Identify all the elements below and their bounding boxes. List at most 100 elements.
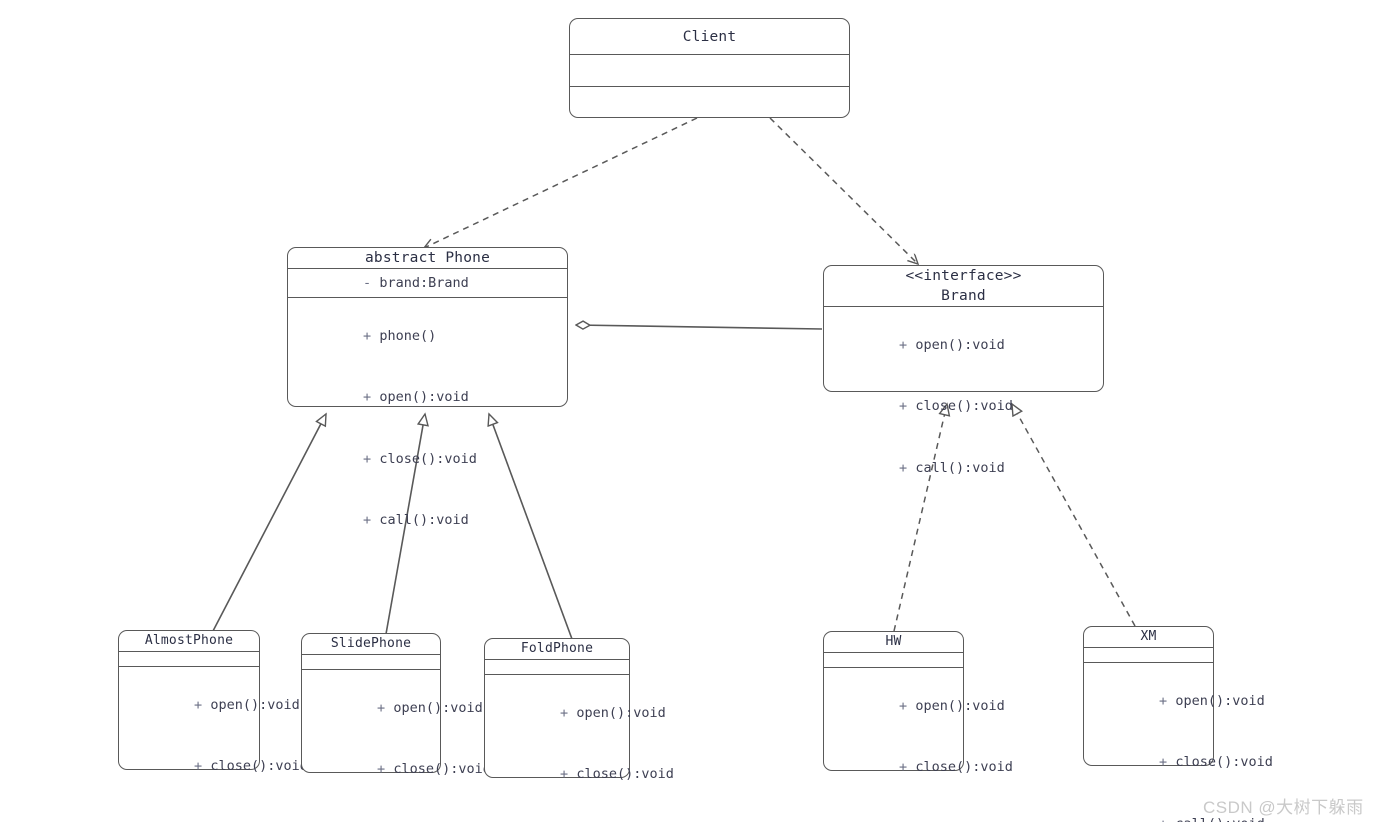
- method-text: call():void: [915, 821, 1004, 822]
- class-box-hw[interactable]: HW + open():void + close():void + call()…: [823, 631, 1013, 822]
- visibility-marker: +: [363, 450, 372, 467]
- edge-client-to-brand: [769, 117, 918, 264]
- method-text: close():void: [379, 450, 477, 467]
- class-methods-slidephone: + open():void + close():void + call():vo…: [302, 669, 491, 822]
- class-attributes-phone: - brand:Brand: [288, 268, 567, 297]
- method-text: call():void: [915, 459, 1005, 476]
- method-text: close():void: [915, 398, 1013, 414]
- method-text: open():void: [379, 389, 469, 405]
- visibility-marker: +: [560, 766, 569, 782]
- class-methods-client: [570, 86, 849, 117]
- method-text: open():void: [1175, 692, 1265, 709]
- class-name-phone: abstract Phone: [364, 250, 491, 266]
- class-box-almostphone[interactable]: AlmostPhone + open():void + close():void…: [118, 630, 308, 822]
- visibility-marker: +: [899, 398, 908, 414]
- visibility-marker: +: [560, 704, 569, 721]
- visibility-marker: +: [899, 459, 908, 476]
- method-text: phone(): [379, 327, 437, 344]
- class-title-xm: XM: [1084, 627, 1213, 647]
- method-row: + open():void: [298, 367, 559, 429]
- class-attributes-client: [570, 54, 849, 86]
- method-row: + open():void: [495, 682, 666, 744]
- visibility-marker: +: [363, 389, 372, 405]
- class-box-client[interactable]: Client: [569, 18, 850, 118]
- class-name-client: Client: [682, 28, 737, 45]
- method-text: close():void: [915, 759, 1013, 775]
- class-methods-phone: + phone() + open():void + close():void +…: [288, 297, 567, 558]
- visibility-marker: +: [194, 758, 203, 774]
- class-methods-almostphone: + open():void + close():void + call():vo…: [119, 666, 308, 822]
- visibility-marker: +: [377, 699, 386, 716]
- method-text: call():void: [210, 820, 299, 822]
- method-row: + call():void: [834, 437, 1095, 499]
- class-name-slidephone: SlidePhone: [330, 636, 412, 651]
- method-text: open():void: [576, 704, 666, 721]
- method-row: + open():void: [312, 677, 483, 739]
- class-attributes-xm: [1084, 647, 1213, 662]
- class-title-hw: HW: [824, 632, 963, 652]
- method-row: + call():void: [495, 805, 621, 822]
- method-row: + phone(): [298, 305, 559, 367]
- method-text: call():void: [1175, 816, 1264, 822]
- class-methods-hw: + open():void + close():void + call():vo…: [824, 667, 1013, 822]
- class-title-foldphone: FoldPhone: [485, 639, 629, 659]
- class-title-brand: <<interface>> Brand: [824, 266, 1103, 306]
- method-row: + close():void: [834, 376, 1095, 438]
- visibility-marker: +: [194, 696, 203, 713]
- method-row: + close():void: [298, 428, 559, 490]
- method-row: + close():void: [1094, 732, 1273, 794]
- edge-phone-aggregates-brand: [576, 325, 823, 329]
- visibility-marker: +: [899, 336, 908, 353]
- method-row: + close():void: [495, 744, 674, 806]
- method-text: close():void: [210, 758, 308, 774]
- visibility-marker: +: [377, 761, 386, 777]
- method-text: open():void: [915, 336, 1005, 353]
- method-row: + open():void: [129, 674, 300, 736]
- class-name-hw: HW: [885, 634, 902, 649]
- class-name-brand: Brand: [941, 288, 986, 304]
- visibility-marker: +: [1159, 754, 1168, 770]
- method-text: close():void: [393, 761, 491, 777]
- visibility-marker: +: [899, 821, 907, 822]
- class-attributes-foldphone: [485, 659, 629, 674]
- class-name-xm: XM: [1140, 629, 1157, 644]
- csdn-watermark: CSDN @大树下躲雨: [1203, 798, 1364, 817]
- class-box-slidephone[interactable]: SlidePhone + open():void + close():void …: [301, 633, 491, 777]
- class-title-phone: abstract Phone: [288, 248, 567, 268]
- class-methods-xm: + open():void + close():void + call():vo…: [1084, 662, 1273, 822]
- visibility-marker: +: [899, 759, 908, 775]
- class-name-almostphone: AlmostPhone: [144, 633, 234, 648]
- class-methods-foldphone: + open():void + close():void + call():vo…: [485, 674, 674, 822]
- edge-client-to-phone: [424, 117, 698, 248]
- class-title-client: Client: [570, 19, 849, 54]
- class-box-brand[interactable]: <<interface>> Brand + open():void + clos…: [823, 265, 1104, 476]
- class-methods-brand: + open():void + close():void + call():vo…: [824, 306, 1103, 506]
- class-title-almostphone: AlmostPhone: [119, 631, 259, 651]
- attribute-text: brand:Brand: [379, 274, 469, 291]
- method-row: + open():void: [834, 314, 1095, 376]
- method-row: + call():void: [1094, 793, 1265, 822]
- class-attributes-almostphone: [119, 651, 259, 666]
- method-row: + call():void: [129, 797, 300, 822]
- class-attributes-hw: [824, 652, 963, 667]
- visibility-marker: +: [194, 820, 202, 822]
- method-row: + close():void: [312, 739, 491, 801]
- visibility-marker: +: [1159, 816, 1167, 822]
- method-text: open():void: [393, 699, 483, 716]
- class-name-foldphone: FoldPhone: [520, 641, 594, 656]
- class-box-xm[interactable]: XM + open():void + close():void + call()…: [1083, 626, 1273, 822]
- method-row: + call():void: [312, 800, 432, 822]
- visibility-marker: +: [363, 512, 372, 528]
- class-attributes-slidephone: [302, 654, 440, 669]
- method-row: + open():void: [834, 675, 1005, 737]
- class-box-phone[interactable]: abstract Phone - brand:Brand + phone() +…: [287, 247, 568, 528]
- visibility-marker: -: [363, 274, 372, 291]
- class-box-foldphone[interactable]: FoldPhone + open():void + close():void +…: [484, 638, 674, 782]
- method-row: + open():void: [1094, 670, 1265, 732]
- method-row: + close():void: [834, 737, 1013, 799]
- method-row: + close():void: [129, 736, 308, 798]
- method-row: + call():void: [298, 490, 559, 552]
- method-text: close():void: [576, 766, 674, 782]
- visibility-marker: +: [363, 327, 372, 344]
